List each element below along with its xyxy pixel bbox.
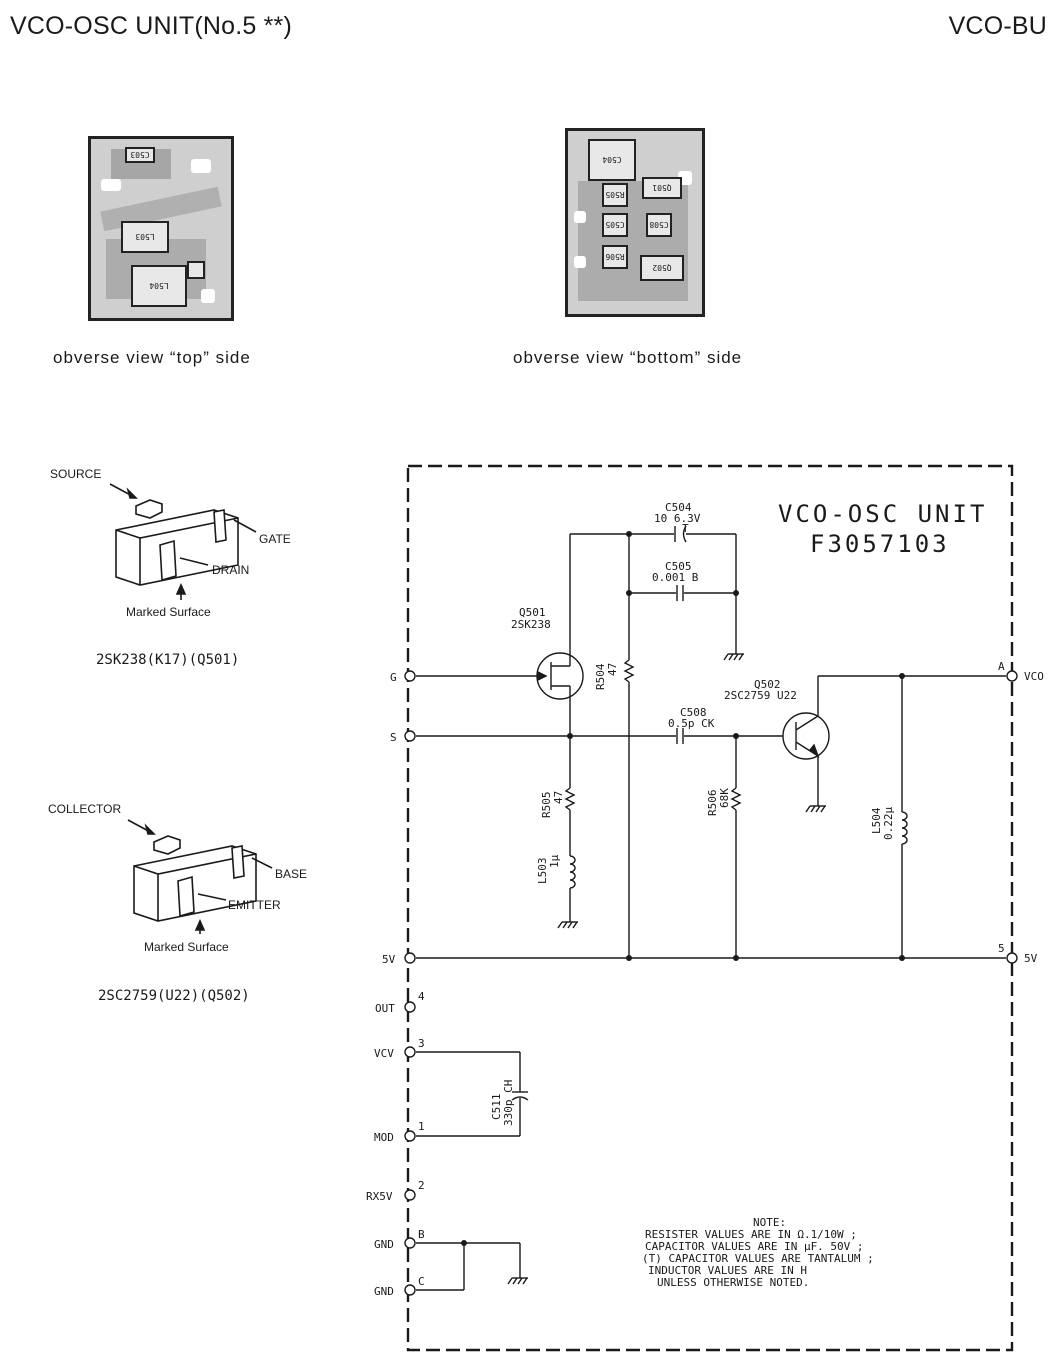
- terminal-out-label: OUT: [375, 1002, 395, 1015]
- terminal-vcv-label: VCV: [374, 1047, 394, 1060]
- junction-dots: [461, 531, 905, 1246]
- c511-name: C511: [490, 1094, 503, 1121]
- note-line-5: UNLESS OTHERWISE NOTED.: [657, 1276, 809, 1289]
- c511-value: 330p CH: [502, 1080, 515, 1126]
- c505-value: 0.001 B: [652, 571, 699, 584]
- next-page-title: VCO-BU: [948, 12, 1047, 40]
- top-view-caption: obverse view “top” side: [53, 348, 251, 367]
- note-block: NOTE: RESISTER VALUES ARE IN Ω.1/10W ; C…: [642, 1216, 874, 1289]
- schematic-part-number: F3057103: [810, 530, 950, 558]
- pcb-top-view: C503 L503 L504: [88, 136, 234, 321]
- c508-value: 0.5p CK: [668, 717, 715, 730]
- unit-boundary: [406, 464, 1014, 1352]
- terminal-gnd1-label: GND: [374, 1238, 394, 1251]
- pin-collector-label: COLLECTOR: [48, 802, 121, 816]
- terminal-vcv-pin: 3: [418, 1037, 425, 1050]
- marked-surface-label: Marked Surface: [126, 605, 211, 619]
- terminal-mod-label: MOD: [374, 1131, 394, 1144]
- terminal-rx5v-pin: 2: [418, 1179, 425, 1192]
- l504-name: L504: [870, 807, 883, 834]
- note-line-4: INDUCTOR VALUES ARE IN H: [648, 1264, 807, 1277]
- r505-value: 47: [552, 791, 565, 804]
- r504-value: 47: [606, 663, 619, 676]
- r506-name: R506: [706, 790, 719, 817]
- terminal-rx5v-label: RX5V: [366, 1190, 393, 1203]
- pin-drain-label: DRAIN: [212, 563, 249, 577]
- page-title: VCO-OSC UNIT(No.5 **): [10, 12, 293, 40]
- terminal-gnd2-pin: C: [418, 1275, 425, 1288]
- terminal-5v-left-label: 5V: [382, 953, 396, 966]
- note-title: NOTE:: [753, 1216, 786, 1229]
- terminal-a-pin: A: [998, 660, 1005, 673]
- c504-name: C504: [665, 501, 692, 514]
- c504-tantalum-mark: T: [682, 522, 689, 535]
- c508-name: C508: [680, 706, 707, 719]
- l504-value: 0.22μ: [882, 807, 895, 840]
- r504-name: R504: [594, 663, 607, 690]
- package-2sk238: [109, 483, 257, 600]
- note-line-2: CAPACITOR VALUES ARE IN μF. 50V ;: [645, 1240, 864, 1253]
- q502-name: Q502: [754, 678, 781, 691]
- r506-value: 68K: [718, 788, 731, 808]
- c505-name: C505: [665, 560, 692, 573]
- terminal-vco-label: VCO: [1024, 670, 1044, 683]
- note-line-3: (T) CAPACITOR VALUES ARE TANTALUM ;: [642, 1252, 874, 1265]
- terminal-5-pin: 5: [998, 942, 1005, 955]
- q502-type: 2SC2759 U22: [724, 689, 797, 702]
- l503-value: 1μ: [548, 854, 561, 868]
- terminal-out-pin: 4: [418, 990, 425, 1003]
- terminal-g-label: G: [390, 671, 397, 684]
- package-2-part: 2SC2759(U22)(Q502): [98, 988, 250, 1004]
- pcb-bottom-view: C504 Q501 R505 C505 R506 C508 Q502: [565, 128, 705, 317]
- l503-name: L503: [536, 858, 549, 885]
- terminal-mod-pin: 1: [418, 1120, 425, 1133]
- pin-base-label: BASE: [275, 867, 307, 881]
- c504-value: 10 6.3V: [654, 512, 701, 525]
- terminal-circles: [404, 670, 1018, 1296]
- q501-type: 2SK238: [511, 618, 551, 631]
- marked-surface-label-2: Marked Surface: [144, 940, 229, 954]
- pin-emitter-label: EMITTER: [228, 898, 281, 912]
- schematic-title: VCO-OSC UNIT: [778, 500, 987, 528]
- note-line-1: RESISTER VALUES ARE IN Ω.1/10W ;: [645, 1228, 857, 1241]
- terminal-gnd1-pin: B: [418, 1228, 425, 1241]
- terminal-s-label: S: [390, 731, 397, 744]
- bottom-view-caption: obverse view “bottom” side: [513, 348, 743, 367]
- package-1-part: 2SK238(K17)(Q501): [96, 652, 239, 668]
- terminal-5v-right-label: 5V: [1024, 952, 1038, 965]
- r505-name: R505: [540, 792, 553, 819]
- wiring: [416, 525, 1006, 1291]
- pin-source-label: SOURCE: [50, 467, 101, 481]
- pin-gate-label: GATE: [259, 532, 291, 546]
- q501-name: Q501: [519, 606, 546, 619]
- terminal-gnd2-label: GND: [374, 1285, 394, 1298]
- package-2sc2759: [127, 819, 273, 934]
